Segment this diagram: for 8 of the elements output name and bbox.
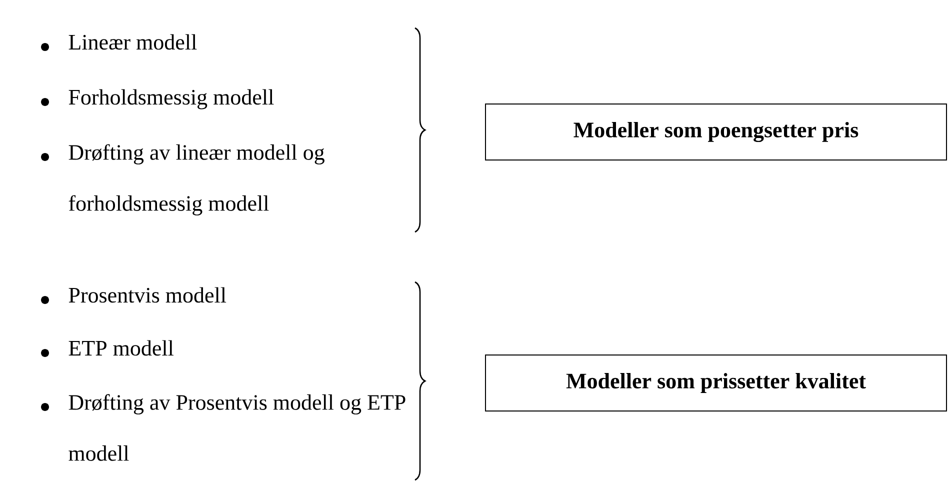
list-item: Drøfting av lineær modell og forholdsmessig modell	[68, 144, 324, 216]
list-item: Forholdsmessig modell	[68, 89, 274, 110]
list-item: Prosentvis modell	[68, 287, 226, 303]
list-item: Lineær modell	[68, 34, 197, 50]
list-item: Drøfting av Prosentvis modell og ETP modell	[68, 394, 406, 461]
text-box: Modeller som prissetter kvalitet	[485, 354, 947, 412]
text-box: Modeller som poengsetter pris	[485, 104, 947, 160]
list-item: ETP modell	[68, 340, 174, 356]
